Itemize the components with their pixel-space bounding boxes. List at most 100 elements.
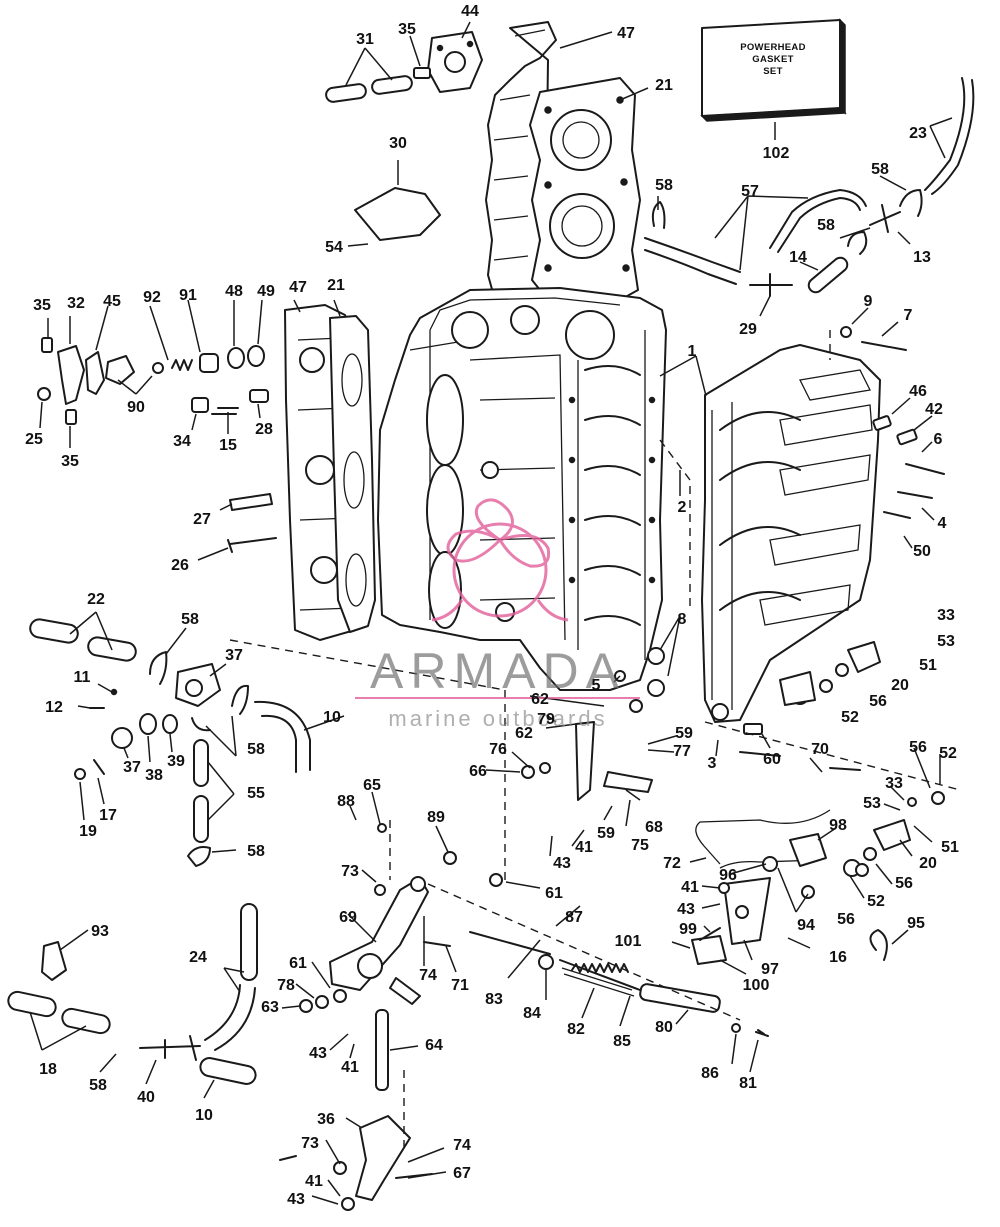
- callout-98: 98: [829, 817, 847, 834]
- callout-45: 45: [103, 293, 121, 310]
- screw-25-fitting-35: [37, 337, 77, 425]
- callout-61: 61: [289, 955, 307, 972]
- callout-58: 58: [247, 741, 265, 758]
- callout-15: 15: [219, 437, 237, 454]
- callout-47: 47: [617, 25, 635, 42]
- hose-18: [7, 990, 111, 1035]
- callout-8: 8: [678, 611, 687, 628]
- callout-2: 2: [678, 499, 687, 516]
- callout-41: 41: [341, 1059, 359, 1076]
- callout-22: 22: [87, 591, 105, 608]
- hose-23: [924, 77, 975, 195]
- hose-55: [193, 739, 209, 843]
- callout-70: 70: [811, 741, 829, 758]
- callout-75: 75: [631, 837, 649, 854]
- callout-58: 58: [181, 611, 199, 628]
- callout-62: 62: [515, 725, 533, 742]
- callout-18: 18: [39, 1061, 57, 1078]
- callout-24: 24: [189, 949, 207, 966]
- callout-43: 43: [553, 855, 571, 872]
- callout-20: 20: [919, 855, 937, 872]
- callout-19: 19: [79, 823, 97, 840]
- callout-26: 26: [171, 557, 189, 574]
- callout-54: 54: [325, 239, 343, 256]
- callout-41: 41: [575, 839, 593, 856]
- callout-85: 85: [613, 1033, 631, 1050]
- callout-91: 91: [179, 287, 197, 304]
- callout-33: 33: [937, 607, 955, 624]
- callout-12: 12: [45, 699, 63, 716]
- callout-51: 51: [941, 839, 959, 856]
- callout-1: 1: [688, 343, 697, 360]
- callout-62: 62: [531, 691, 549, 708]
- throttle-arm-69: [329, 876, 429, 1005]
- callout-73: 73: [301, 1135, 319, 1152]
- bracket-32: [57, 345, 85, 405]
- callout-93: 93: [91, 923, 109, 940]
- callout-56: 56: [909, 739, 927, 756]
- crankcase-half: [701, 344, 881, 723]
- callout-56: 56: [895, 875, 913, 892]
- seals-48-49: [227, 345, 265, 369]
- callout-61: 61: [545, 885, 563, 902]
- callout-58: 58: [89, 1077, 107, 1094]
- callout-83: 83: [485, 991, 503, 1008]
- gasket-45: [85, 351, 105, 395]
- callout-68: 68: [645, 819, 663, 836]
- callout-67: 67: [453, 1165, 471, 1182]
- callout-87: 87: [565, 909, 583, 926]
- callout-35: 35: [398, 21, 416, 38]
- watermark-brand: ARMADA: [370, 643, 626, 699]
- callout-37: 37: [123, 759, 141, 776]
- cap-91: [199, 353, 219, 373]
- callout-43: 43: [287, 1191, 305, 1208]
- callout-46: 46: [909, 383, 927, 400]
- callout-66: 66: [469, 763, 487, 780]
- small-hardware: [299, 647, 945, 1211]
- alignment-lines: [229, 330, 961, 1150]
- callout-84: 84: [523, 1005, 541, 1022]
- callout-23: 23: [909, 125, 927, 142]
- callout-20: 20: [891, 677, 909, 694]
- callout-37: 37: [225, 647, 243, 664]
- callout-6: 6: [934, 431, 943, 448]
- callout-11: 11: [74, 669, 91, 686]
- callout-39: 39: [167, 753, 185, 770]
- armada-watermark: ARMADA marine outboards: [355, 498, 640, 731]
- hose-10-lower: [199, 1057, 257, 1085]
- callout-76: 76: [489, 741, 507, 758]
- gasket-set-line1: POWERHEAD: [740, 42, 806, 53]
- fitting-37-lower: [111, 727, 133, 749]
- callout-labels: 31 35 44 47 21 30 54 102 23 58 58 57 58 …: [25, 3, 959, 1208]
- callout-47: 47: [289, 279, 307, 296]
- callout-59: 59: [597, 825, 615, 842]
- callout-36: 36: [317, 1111, 335, 1128]
- fitting-35-top: [413, 67, 431, 79]
- cylinder-head-gasket-top: [529, 77, 641, 301]
- fitting-84: [538, 954, 554, 970]
- callout-58: 58: [871, 161, 889, 178]
- tee-fitting-13: [869, 204, 901, 233]
- callout-95: 95: [907, 915, 925, 932]
- lever-68-75: [603, 771, 653, 793]
- callout-3: 3: [708, 755, 717, 772]
- callout-21: 21: [327, 277, 345, 294]
- thermostat-cover: [427, 31, 483, 93]
- callout-99: 99: [679, 921, 697, 938]
- thermostat-gasket: [354, 187, 441, 241]
- hose-24: [204, 903, 258, 1051]
- callout-60: 60: [763, 751, 781, 768]
- callout-58: 58: [247, 843, 265, 860]
- callout-92: 92: [143, 289, 161, 306]
- callout-28: 28: [255, 421, 273, 438]
- callout-59: 59: [675, 725, 693, 742]
- valve-90: [105, 355, 164, 385]
- callout-40: 40: [137, 1089, 155, 1106]
- fittings-46-42: [872, 415, 918, 446]
- callout-79: 79: [537, 711, 555, 728]
- bolt-26: [227, 537, 277, 553]
- callout-29: 29: [739, 321, 757, 338]
- armada-logo-mark: [431, 498, 569, 622]
- callout-7: 7: [904, 307, 913, 324]
